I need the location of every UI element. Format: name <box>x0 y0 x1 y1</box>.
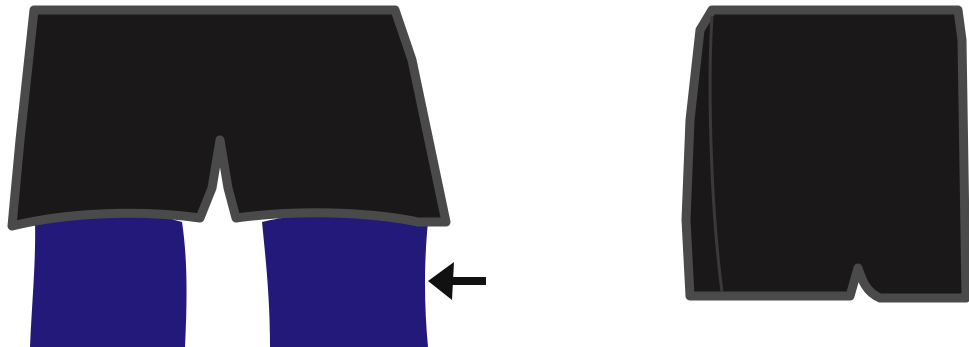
undershorts-right-leg <box>262 213 428 347</box>
front-view-figure <box>7 5 486 347</box>
side-seam-line <box>708 15 724 293</box>
side-view-figure <box>681 5 969 303</box>
arrow-left-icon <box>428 262 486 300</box>
outer-shorts-side <box>681 5 969 303</box>
undershorts-left-leg <box>30 213 187 347</box>
outer-shorts-front <box>7 5 451 231</box>
